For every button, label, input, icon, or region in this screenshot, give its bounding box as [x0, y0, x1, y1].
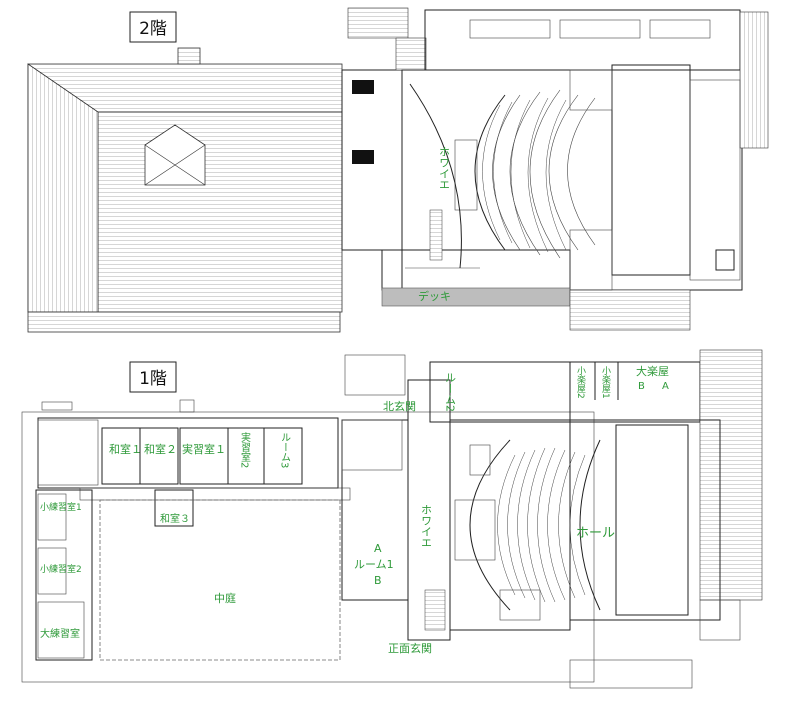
- west-wing: [35, 399, 351, 661]
- label-room2: ルーム2: [444, 372, 457, 412]
- west-wing-roof: [27, 47, 343, 333]
- label-room1-a: A: [374, 542, 382, 555]
- label-shogakuya1: 小楽屋1: [600, 366, 611, 399]
- label-daigakuya-a: A: [662, 381, 669, 392]
- label-deck: デッキ: [418, 289, 451, 303]
- label-jisshu1: 実習室１: [182, 442, 226, 456]
- first-floor-label: 1階: [139, 369, 167, 389]
- first-floor-label-box: [129, 361, 177, 393]
- second-floor-balcony-seats: [482, 97, 567, 253]
- second-floor-label: 2階: [139, 19, 167, 39]
- label-foyer-1f: ホワイエ: [420, 504, 433, 548]
- second-floor-plan: 2階: [27, 7, 769, 333]
- label-washitsu2: 和室２: [144, 442, 177, 456]
- label-room1-b: B: [374, 574, 382, 587]
- theatre-building: [341, 349, 763, 689]
- label-room1: ルーム1: [354, 558, 394, 571]
- first-floor-plan: 1階: [21, 349, 763, 689]
- label-foyer-2f: ホワイエ: [438, 146, 451, 190]
- label-daigakuya: 大楽屋: [636, 364, 669, 378]
- label-shomen-genkan: 正面玄関: [388, 641, 432, 655]
- label-washitsu3: 和室３: [160, 512, 190, 525]
- label-shorenshu2: 小練習室2: [40, 563, 82, 575]
- label-shorenshu1: 小練習室1: [40, 501, 82, 513]
- hall-seats: [497, 447, 586, 603]
- label-daigakuya-b: B: [638, 381, 645, 392]
- label-washitsu1: 和室１: [109, 442, 142, 456]
- label-jisshu2: 実習室2: [239, 431, 251, 469]
- label-hall: ホール: [576, 526, 615, 541]
- label-dairenshu: 大練習室: [40, 627, 80, 640]
- label-kita-genkan: 北玄関: [383, 399, 416, 413]
- second-floor-label-box: [129, 11, 177, 43]
- label-shogakuya2: 小楽屋2: [575, 366, 586, 399]
- label-nakaniwa: 中庭: [214, 591, 236, 605]
- second-floor-building: [341, 7, 769, 331]
- label-room3: ルーム3: [279, 432, 291, 468]
